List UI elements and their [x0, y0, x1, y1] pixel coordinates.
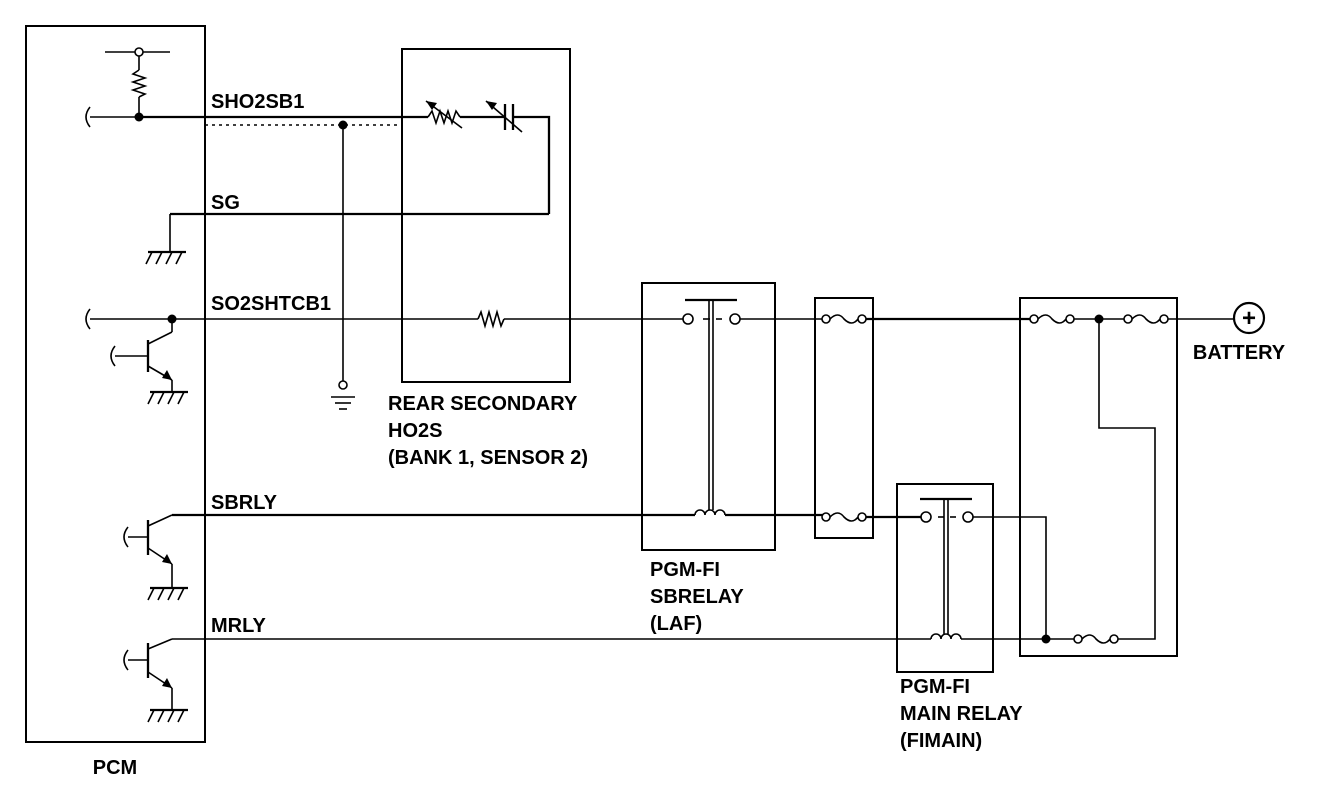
pcm-pullup-resistor [105, 47, 170, 117]
signal-lines: SHO2SB1 SG SO2SHTCB1 SBRLY MRLY [139, 91, 931, 640]
fuse-box-2-frame [1019, 297, 1178, 657]
signal-label-sg: SG [211, 192, 240, 214]
fuse-icon [1029, 314, 1075, 324]
main-relay-label-line-3: (FIMAIN) [900, 730, 982, 752]
fuse-box-2 [1019, 297, 1234, 657]
pcm-sg-ground [145, 214, 186, 265]
ho2s-label-line-3: (BANK 1, SENSOR 2) [388, 447, 588, 469]
variable-resistor-icon [425, 100, 463, 129]
sbrelay-box [641, 282, 776, 551]
fuse-icon [821, 314, 867, 324]
sbrelay-coil-icon [694, 509, 726, 516]
battery-label: BATTERY [1193, 342, 1286, 364]
main-relay-box [896, 483, 994, 673]
fuse-icon [1073, 634, 1119, 644]
pcm-label: PCM [93, 757, 137, 779]
pcm-transistor-so2shtcb1 [85, 308, 188, 405]
pgm-fi-sbrelay: PGM-FI SBRELAY (LAF) [641, 282, 823, 635]
ho2s-label-line-1: REAR SECONDARY [388, 393, 578, 415]
main-relay-switch-icon [920, 497, 974, 634]
main-relay-label-line-1: PGM-FI [900, 676, 970, 698]
heater-resistor-icon [477, 309, 505, 329]
main-relay-coil-icon [930, 633, 962, 640]
pgm-fi-main-relay: PGM-FI MAIN RELAY (FIMAIN) [896, 483, 1047, 752]
ho2s-label-line-2: HO2S [388, 420, 442, 442]
pcm-internal-connection-1 [85, 106, 91, 128]
fuse-box-1-frame [814, 297, 874, 539]
sbrelay-switch-icon [682, 298, 741, 510]
fuse-icon [821, 512, 867, 522]
main-relay-label-line-2: MAIN RELAY [900, 703, 1023, 725]
ho2s-box [401, 48, 571, 383]
shield-ground-icon [331, 380, 355, 410]
signal-label-so2shtcb1: SO2SHTCB1 [211, 293, 331, 315]
battery: + BATTERY [1193, 301, 1286, 364]
signal-label-sbrly: SBRLY [211, 492, 278, 514]
fuse-icon [1123, 314, 1169, 324]
pcm-transistor-mrly [123, 638, 188, 723]
sbrelay-label-line-1: PGM-FI [650, 559, 720, 581]
sbrelay-label-line-3: (LAF) [650, 613, 702, 635]
signal-label-mrly: MRLY [211, 615, 266, 637]
battery-plus-symbol: + [1242, 305, 1256, 332]
battery-terminal-icon [1232, 301, 1266, 335]
pcm-transistor-sbrly [123, 514, 188, 601]
fuse-box-1 [814, 297, 1030, 539]
pcm-box [25, 25, 206, 743]
signal-label-sho2sb1: SHO2SB1 [211, 91, 304, 113]
sbrelay-label-line-2: SBRELAY [650, 586, 744, 608]
pcm: PCM [25, 25, 206, 779]
rear-secondary-ho2s: REAR SECONDARY HO2S (BANK 1, SENSOR 2) [388, 48, 684, 469]
